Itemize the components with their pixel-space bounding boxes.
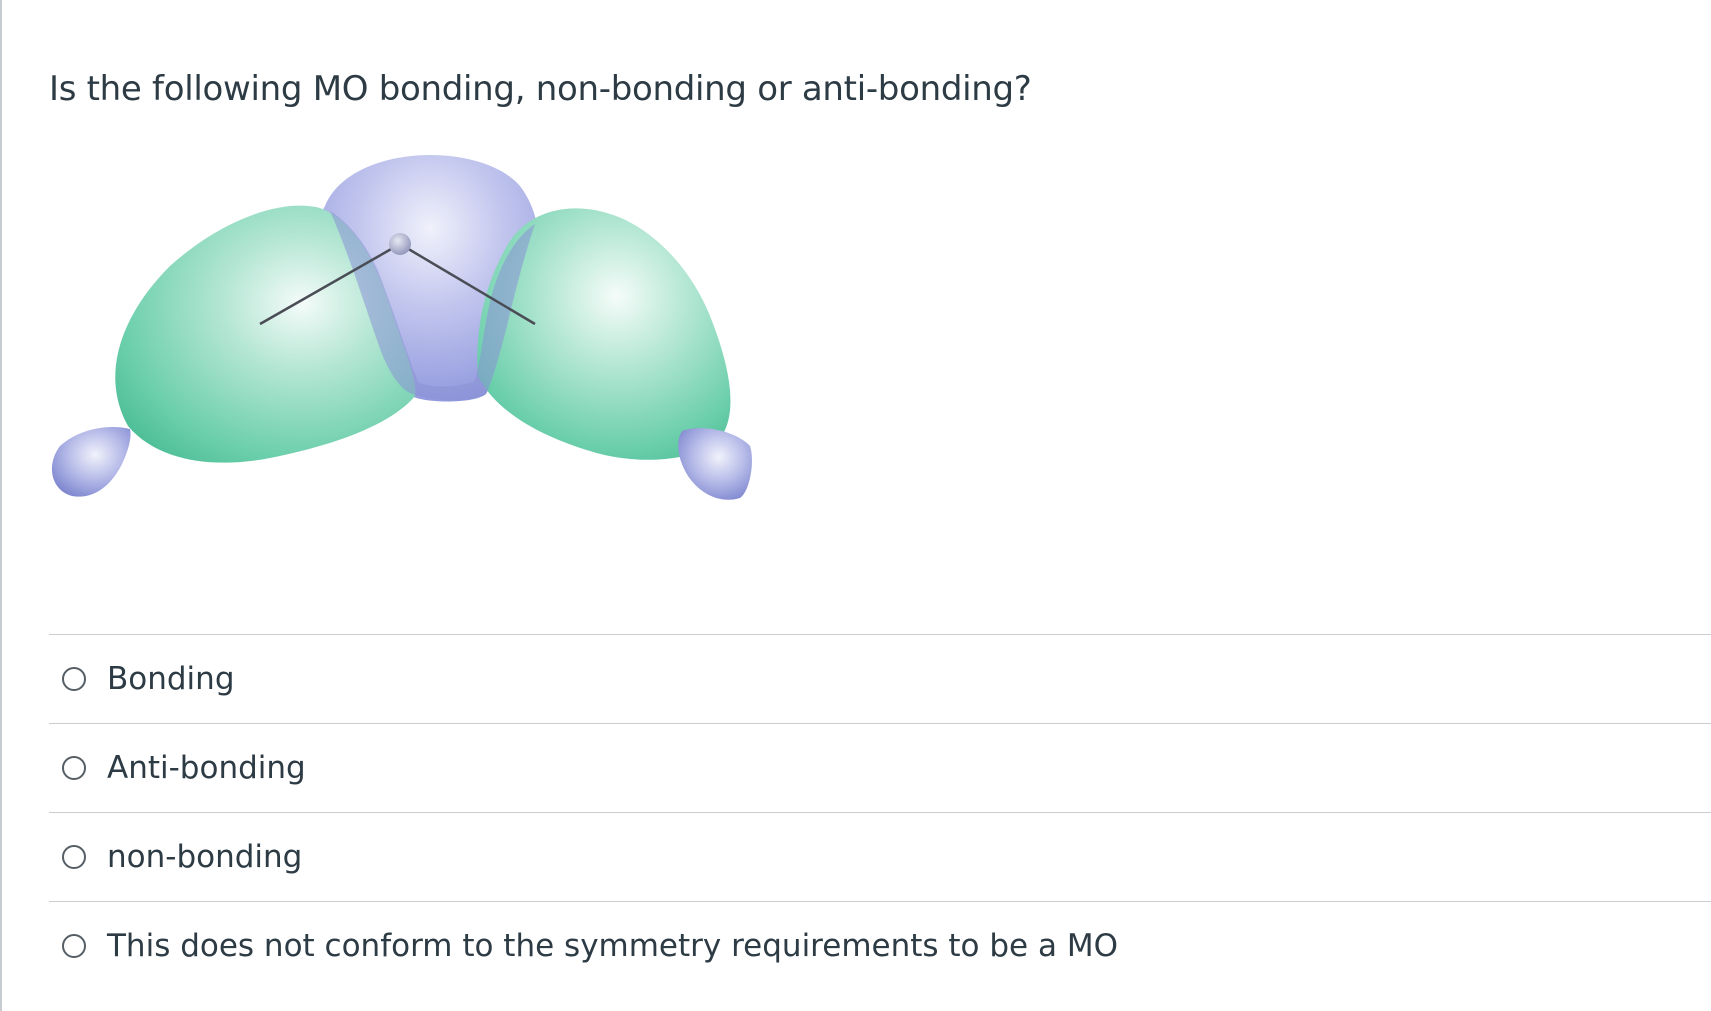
blue-overlap (330, 211, 535, 400)
radio-button[interactable] (62, 845, 86, 869)
mo-orbital-image (51, 154, 752, 500)
central-atom (389, 233, 411, 255)
answer-label: Anti-bonding (107, 750, 306, 786)
answer-label: Bonding (107, 661, 235, 697)
answer-option-anti-bonding[interactable]: Anti-bonding (49, 723, 1711, 812)
radio-button[interactable] (62, 756, 86, 780)
question-block: Is the following MO bonding, non-bonding… (49, 66, 1711, 112)
answer-option-bonding[interactable]: Bonding (49, 634, 1711, 723)
bond-left (259, 242, 401, 326)
bond-right (399, 242, 536, 326)
left-border (0, 0, 2, 1011)
small-blue-lobe-right (678, 428, 752, 500)
radio-button[interactable] (62, 934, 86, 958)
left-green-lobe (115, 205, 416, 463)
right-green-lobe (477, 208, 731, 460)
answer-option-non-bonding[interactable]: non-bonding (49, 812, 1711, 901)
radio-button[interactable] (62, 667, 86, 691)
question-text: Is the following MO bonding, non-bonding… (49, 69, 1032, 109)
small-blue-lobe-left (51, 427, 131, 497)
answer-option-symmetry[interactable]: This does not conform to the symmetry re… (49, 901, 1711, 990)
answer-list: Bonding Anti-bonding non-bonding This do… (49, 634, 1711, 990)
answer-label: non-bonding (107, 839, 303, 875)
answer-label: This does not conform to the symmetry re… (107, 928, 1118, 964)
